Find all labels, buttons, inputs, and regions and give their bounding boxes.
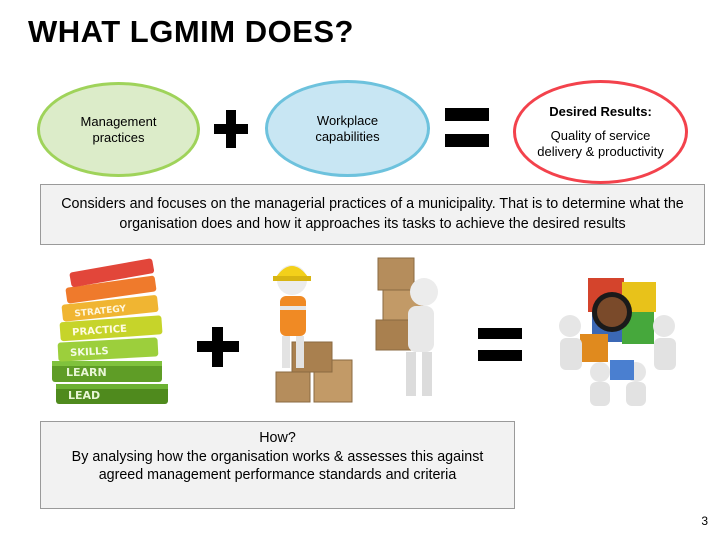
management-practices-ellipse: Management practices: [37, 82, 200, 177]
how-box-text: By analysing how the organisation works …: [71, 448, 484, 484]
info-box-text: Considers and focuses on the managerial …: [61, 196, 684, 232]
slide-title: WHAT LGMIM DOES?: [28, 14, 354, 49]
desired-results-ellipse: Desired Results: Quality of service deli…: [513, 80, 688, 184]
book-label-skills: SKILLS: [70, 346, 109, 359]
management-practices-label: Management practices: [80, 113, 157, 145]
workplace-capabilities-label: Workplace capabilities: [315, 112, 380, 144]
how-box: How? By analysing how the organisation w…: [40, 421, 515, 509]
book-label-practice: PRACTICE: [72, 324, 128, 339]
book-label-learn: LEARN: [66, 366, 107, 379]
equals-icon-top: [445, 108, 489, 147]
books-stack-illustration: LEAD LEARN SKILLS PRACTICE STRATEGY: [52, 258, 168, 404]
puzzle-teamwork-illustration: [559, 278, 676, 406]
info-box: Considers and focuses on the managerial …: [40, 184, 705, 245]
equals-icon-bottom: [478, 328, 522, 361]
desired-results-text: Quality of service delivery & productivi…: [537, 128, 664, 159]
plus-icon-top: [214, 110, 248, 148]
workplace-capabilities-ellipse: Workplace capabilities: [265, 80, 430, 177]
desired-results-heading: Desired Results:: [549, 104, 652, 119]
how-heading: How?: [259, 430, 296, 446]
workers-with-boxes-illustration: [273, 257, 438, 403]
page-number: 3: [701, 514, 708, 528]
book-label-lead: LEAD: [68, 389, 100, 402]
plus-icon-bottom: [197, 327, 239, 367]
